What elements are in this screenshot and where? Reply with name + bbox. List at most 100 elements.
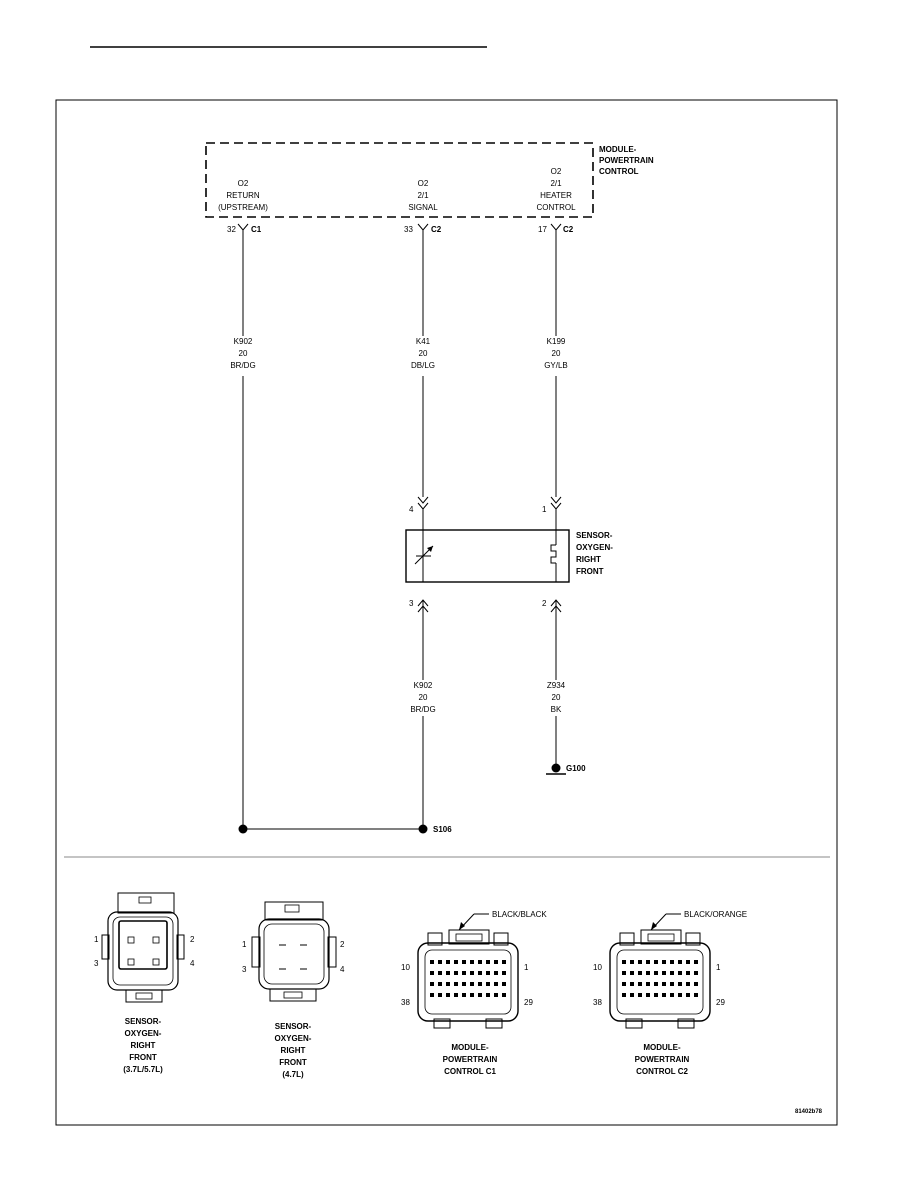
pin-cavity xyxy=(670,993,674,997)
svg-text:BR/DG: BR/DG xyxy=(230,361,255,370)
pin-cavity xyxy=(678,960,682,964)
pin-cavity xyxy=(430,971,434,975)
wire-label-k199: K199 20 GY/LB xyxy=(544,337,568,370)
pin-cavity xyxy=(478,982,482,986)
pin-cavity xyxy=(494,982,498,986)
pin-cavity xyxy=(486,993,490,997)
svg-text:K902: K902 xyxy=(414,681,433,690)
pin-cavity xyxy=(446,993,450,997)
pin-cavity xyxy=(646,960,650,964)
svg-text:MODULE-: MODULE- xyxy=(599,145,637,154)
pin-grid-c1 xyxy=(430,960,506,997)
svg-text:29: 29 xyxy=(716,998,725,1007)
pin-cavity xyxy=(430,993,434,997)
svg-text:17: 17 xyxy=(538,225,547,234)
svg-text:3: 3 xyxy=(409,599,414,608)
svg-text:BLACK/ORANGE: BLACK/ORANGE xyxy=(684,910,747,919)
svg-text:RIGHT: RIGHT xyxy=(281,1046,306,1055)
svg-text:32: 32 xyxy=(227,225,236,234)
pin-cavity xyxy=(494,993,498,997)
pin-cavity xyxy=(654,960,658,964)
sensor-label: SENSOR- OXYGEN- RIGHT FRONT xyxy=(576,531,613,576)
svg-text:1: 1 xyxy=(94,935,99,944)
svg-text:OXYGEN-: OXYGEN- xyxy=(275,1034,312,1043)
wire-label-z934: Z934 20 BK xyxy=(547,681,566,714)
svg-text:HEATER: HEATER xyxy=(540,191,572,200)
svg-text:FRONT: FRONT xyxy=(129,1053,157,1062)
pin-cavity xyxy=(686,971,690,975)
pin-cavity xyxy=(454,971,458,975)
pin-cavity xyxy=(438,971,442,975)
pin-cavity xyxy=(694,993,698,997)
pin-cavity xyxy=(446,971,450,975)
pin-cavity xyxy=(430,960,434,964)
heater-element-symbol xyxy=(550,530,557,582)
pin-cavity xyxy=(630,982,634,986)
pin-cavity xyxy=(622,960,626,964)
variable-resistor-symbol xyxy=(414,530,434,582)
svg-text:CONTROL: CONTROL xyxy=(536,203,576,212)
pcm-module-box xyxy=(205,142,594,218)
pin-cavity xyxy=(694,971,698,975)
pin-cavity xyxy=(638,993,642,997)
svg-text:CONTROL: CONTROL xyxy=(599,167,639,176)
svg-text:2: 2 xyxy=(542,599,547,608)
pin-cavity xyxy=(470,993,474,997)
splice-dot-left xyxy=(238,824,248,834)
svg-text:20: 20 xyxy=(552,349,561,358)
oxygen-sensor-box xyxy=(405,529,570,583)
pin-cavity xyxy=(494,971,498,975)
pin-cavity xyxy=(646,993,650,997)
pin-cavity xyxy=(638,971,642,975)
svg-text:20: 20 xyxy=(552,693,561,702)
svg-text:2/1: 2/1 xyxy=(550,179,562,188)
pin-grid-c2 xyxy=(622,960,698,997)
sensor-pin-3: 3 xyxy=(409,599,429,613)
pin-cavity xyxy=(670,960,674,964)
svg-text:10: 10 xyxy=(401,963,410,972)
pin-label-o2-signal: O2 2/1 SIGNAL xyxy=(408,179,438,212)
pin-32-c1: 32 C1 xyxy=(227,223,262,234)
svg-text:3: 3 xyxy=(242,965,247,974)
pin-cavity xyxy=(678,982,682,986)
pin-cavity xyxy=(438,982,442,986)
pin-cavity xyxy=(438,960,442,964)
pin-cavity xyxy=(662,971,666,975)
connector-pcm-c1: BLACK/BLACK 10 1 38 29 MODULE- POWERTRAI… xyxy=(401,910,547,1076)
pin-cavity xyxy=(630,971,634,975)
pin-cavity xyxy=(470,982,474,986)
svg-text:K902: K902 xyxy=(234,337,253,346)
connector-pcm-c2: BLACK/ORANGE 10 1 38 29 MODULE- POWERTRA… xyxy=(593,910,747,1076)
pin-label-o2-return: O2 RETURN (UPSTREAM) xyxy=(218,179,268,212)
svg-text:OXYGEN-: OXYGEN- xyxy=(125,1029,162,1038)
svg-text:O2: O2 xyxy=(238,179,249,188)
pin-cavity xyxy=(462,993,466,997)
pin-cavity xyxy=(446,982,450,986)
svg-text:FRONT: FRONT xyxy=(576,567,604,576)
svg-text:BR/DG: BR/DG xyxy=(410,705,435,714)
pin-cavity xyxy=(470,960,474,964)
svg-text:4: 4 xyxy=(190,959,195,968)
svg-text:CONTROL C1: CONTROL C1 xyxy=(444,1067,496,1076)
splice-label: S106 xyxy=(433,825,452,834)
pin-cavity xyxy=(638,960,642,964)
svg-text:MODULE-: MODULE- xyxy=(451,1043,489,1052)
pin-cavity xyxy=(478,993,482,997)
pin-cavity xyxy=(494,960,498,964)
figure-id: 81402b78 xyxy=(795,1109,823,1115)
connector-sensor-3-7l: 1 2 3 4 SENSOR- OXYGEN- RIGHT FRONT (3.7… xyxy=(94,892,195,1074)
svg-text:20: 20 xyxy=(419,349,428,358)
pin-cavity xyxy=(454,993,458,997)
pin-cavity xyxy=(670,971,674,975)
svg-text:3: 3 xyxy=(94,959,99,968)
pin-cavity xyxy=(638,982,642,986)
pin-cavity xyxy=(654,993,658,997)
pin-cavity xyxy=(430,982,434,986)
wire-label-k902-lower: K902 20 BR/DG xyxy=(410,681,435,714)
svg-text:C2: C2 xyxy=(563,225,574,234)
svg-text:OXYGEN-: OXYGEN- xyxy=(576,543,613,552)
pin-cavity xyxy=(478,960,482,964)
sensor-pin-1: 1 xyxy=(542,496,562,530)
svg-text:MODULE-: MODULE- xyxy=(643,1043,681,1052)
